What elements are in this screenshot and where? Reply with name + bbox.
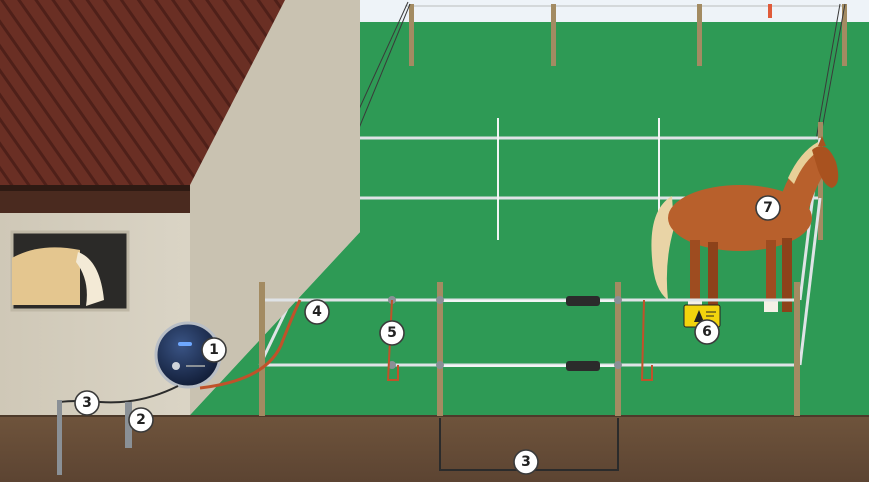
callout-gate-connection-cable: 3 bbox=[514, 450, 538, 474]
callout-earth-stake: 2 bbox=[129, 408, 153, 432]
svg-text:5: 5 bbox=[387, 325, 397, 341]
svg-text:3: 3 bbox=[82, 395, 92, 411]
callout-insulator: 5 bbox=[380, 321, 404, 345]
svg-text:3: 3 bbox=[521, 454, 531, 470]
gate-handle-bottom bbox=[566, 361, 600, 371]
svg-text:7: 7 bbox=[763, 200, 773, 216]
callout-warning-sign: 6 bbox=[695, 320, 719, 344]
callout-energizer: 1 bbox=[202, 338, 226, 362]
callout-horse: 7 bbox=[756, 196, 780, 220]
svg-text:6: 6 bbox=[702, 324, 712, 340]
callout-connection-cable: 3 bbox=[75, 391, 99, 415]
svg-text:4: 4 bbox=[312, 304, 322, 320]
gate-handle-top bbox=[566, 296, 600, 306]
svg-text:2: 2 bbox=[136, 412, 146, 428]
earth-rod bbox=[57, 400, 62, 475]
svg-text:1: 1 bbox=[209, 342, 219, 358]
callout-lead-out-cable: 4 bbox=[305, 300, 329, 324]
